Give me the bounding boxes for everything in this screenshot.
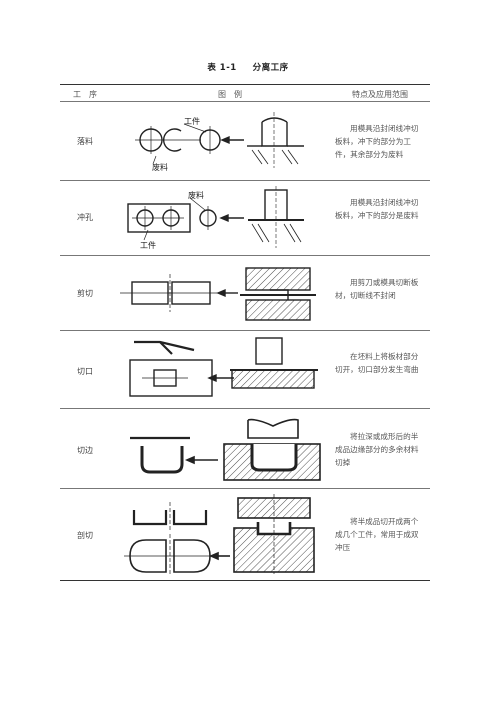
punching-scrap-label: 废料 <box>188 190 204 200</box>
blanking-figure: 工件 废料 <box>135 112 304 172</box>
row-rule-5 <box>60 488 430 489</box>
row-name-sectioning: 剖切 <box>77 531 93 540</box>
table-number: 表 1-1 <box>207 63 237 73</box>
notching-figure <box>129 337 318 397</box>
header-process: 工 序 <box>73 90 97 99</box>
row-desc-punching: 用模具沿封闭线冲切板料，冲下的部分是废料 <box>335 198 419 220</box>
row-desc-notching: 在坯料上将板材部分切开，切口部分发生弯曲 <box>335 352 419 374</box>
row-name-blanking: 落料 <box>77 137 93 146</box>
row-rule-3 <box>60 330 430 331</box>
header-illustration: 图 例 <box>218 90 242 99</box>
blanking-scrap-label: 废料 <box>152 162 168 172</box>
row-name-shearing: 剪切 <box>77 289 93 298</box>
row-desc-trimming: 将拉深或成形后的半成品边缘部分的多余材料切掉 <box>335 432 419 467</box>
row-name-trimming: 切边 <box>77 446 93 455</box>
header-features: 特点及应用范围 <box>352 90 408 99</box>
header-rule <box>60 101 430 102</box>
punching-figure: 废料 工件 <box>127 186 304 250</box>
row-desc-blanking: 用模具沿封闭线冲切板料，冲下的部分为工件，其余部分为废料 <box>335 124 419 159</box>
row-desc-shearing: 用剪刀或模具切断板材，切断线不封闭 <box>335 278 419 300</box>
sectioning-figure <box>124 494 315 576</box>
row-rule-1 <box>60 180 430 181</box>
row-name-notching: 切口 <box>77 367 93 376</box>
table-bottom-rule <box>60 580 430 581</box>
table-top-rule <box>60 84 430 85</box>
blanking-workpiece-label: 工件 <box>184 116 200 126</box>
table-title: 分离工序 <box>252 63 289 73</box>
row-rule-2 <box>60 255 430 256</box>
row-desc-sectioning: 将半成品切开成两个成几个工件，常用于成双冲压 <box>335 517 419 552</box>
table-caption: 表 1-1 分离工序 <box>0 61 496 73</box>
trimming-figure <box>130 418 321 481</box>
row-name-punching: 冲孔 <box>77 213 93 222</box>
shearing-figure <box>120 267 316 321</box>
punching-workpiece-label: 工件 <box>140 240 156 250</box>
row-rule-4 <box>60 408 430 409</box>
